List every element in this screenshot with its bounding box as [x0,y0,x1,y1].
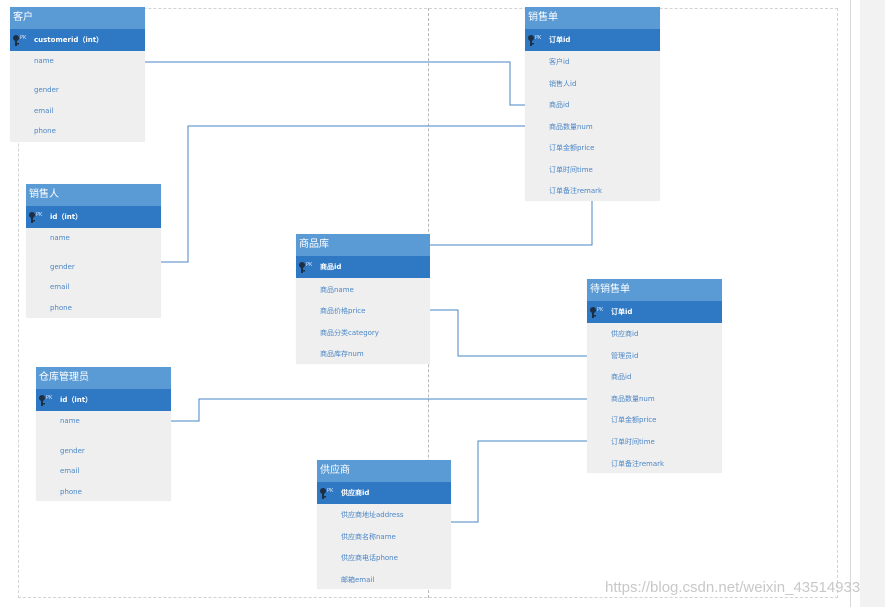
field: name [60,417,80,425]
field: 管理员id [611,352,639,360]
side-panel [860,0,885,607]
field: 订单备注remark [549,187,603,195]
pk-field: id（int） [60,396,93,404]
field: phone [60,488,82,496]
primary-key-row: PK 供应商id [317,482,451,504]
entity-title: 商品库 [296,234,430,256]
field: gender [50,263,75,271]
entity-product-store[interactable]: 商品库 PK 商品id 商品name 商品价格price 商品分类categor… [296,234,430,364]
field: name [34,57,54,65]
field: email [50,283,70,291]
field: gender [34,86,59,94]
field: gender [60,447,85,455]
field: phone [50,304,72,312]
entity-salesperson[interactable]: 销售人 PK id（int） name gender email phone [26,184,161,318]
field: 商品id [611,373,632,381]
field: phone [34,127,56,135]
primary-key-row: PK id（int） [36,389,171,411]
field: 商品分类category [320,329,379,337]
entity-title: 待销售单 [587,279,722,301]
pk-marker: PK [306,262,313,268]
field: email [60,467,80,475]
primary-key-row: PK 商品id [296,256,430,278]
field: 供应商名称name [341,533,396,541]
field: 供应商id [611,330,639,338]
canvas-edge [850,0,851,607]
pk-marker: PK [327,488,334,494]
pk-marker: PK [597,307,604,313]
field: 供应商地址address [341,511,404,519]
field: 订单时间time [549,166,593,174]
entity-title: 供应商 [317,460,451,482]
key-icon [29,212,35,223]
pk-field: 订单id [611,308,633,316]
primary-key-row: PK customerid（int） [10,29,145,51]
primary-key-row: PK id（int） [26,206,161,228]
pk-field: 供应商id [341,489,370,497]
key-icon [39,395,45,406]
field: email [34,107,54,115]
pk-marker: PK [46,395,53,401]
pk-marker: PK [535,35,542,41]
field: 订单金额price [549,144,595,152]
field: 客户id [549,58,570,66]
field: 商品库存num [320,350,364,358]
primary-key-row: PK 订单id [587,301,722,323]
entity-title: 客户 [10,7,145,29]
field: 商品数量num [549,123,593,131]
field: 供应商电话phone [341,554,398,562]
pk-field: id（int） [50,213,83,221]
key-icon [13,35,19,46]
field: 商品数量num [611,395,655,403]
key-icon [320,488,326,499]
field: 订单备注remark [611,460,665,468]
field: 邮箱email [341,576,375,584]
pk-field: 商品id [320,263,342,271]
pk-field: 订单id [549,36,571,44]
entity-sales-order[interactable]: 销售单 PK 订单id 客户id 销售人id 商品id 商品数量num 订单金额… [525,7,660,201]
field: 商品id [549,101,570,109]
entity-supplier[interactable]: 供应商 PK 供应商id 供应商地址address 供应商名称name 供应商电… [317,460,451,589]
entity-title: 销售人 [26,184,161,206]
key-icon [528,35,534,46]
key-icon [299,262,305,273]
field: name [50,234,70,242]
field: 销售人id [549,80,577,88]
field: 商品价格price [320,307,366,315]
entity-title: 销售单 [525,7,660,29]
pk-field: customerid（int） [34,36,104,44]
primary-key-row: PK 订单id [525,29,660,51]
pk-marker: PK [36,212,43,218]
entity-pending-order[interactable]: 待销售单 PK 订单id 供应商id 管理员id 商品id 商品数量num 订单… [587,279,722,473]
entity-title: 仓库管理员 [36,367,171,389]
entity-warehouse-admin[interactable]: 仓库管理员 PK id（int） name gender email phone [36,367,171,501]
field: 订单时间time [611,438,655,446]
entity-customer[interactable]: 客户 PK customerid（int） name gender email … [10,7,145,142]
pk-marker: PK [20,35,27,41]
field: 订单金额price [611,416,657,424]
watermark: https://blog.csdn.net/weixin_43514933 [605,579,861,596]
key-icon [590,307,596,318]
field: 商品name [320,286,354,294]
